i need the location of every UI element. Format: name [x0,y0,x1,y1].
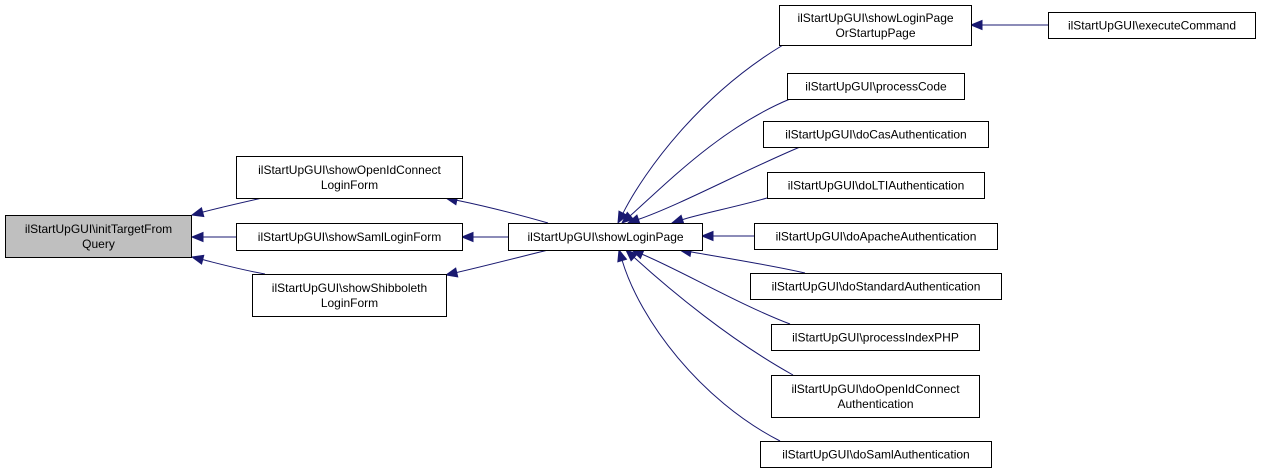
node-label: ilStartUpGUI\processCode [805,80,947,94]
node-box[interactable] [252,274,447,317]
edge-line [690,251,806,274]
edge-doApacheAuthentication-to-showLoginPage [700,230,754,242]
node-box[interactable] [771,375,980,418]
node-label: ilStartUpGUI\doStandardAuthentication [772,280,981,294]
edge-line [202,259,266,275]
node-label: ilStartUpGUI\showOpenIdConnect [258,163,441,177]
node-doSamlAuthentication[interactable]: ilStartUpGUI\doSamlAuthentication [760,441,992,468]
node-label: ilStartUpGUI\executeCommand [1068,19,1236,33]
arrowhead-icon [444,267,459,278]
edge-line [641,253,791,325]
node-doCasAuthentication[interactable]: ilStartUpGUI\doCasAuthentication [763,121,989,148]
edge-line [682,197,768,221]
edge-line [622,44,784,214]
node-box[interactable] [767,172,985,199]
arrowhead-icon [621,211,635,224]
node-label: ilStartUpGUI\doLTIAuthentication [788,179,965,193]
arrowhead-icon [670,214,685,225]
node-box[interactable] [787,73,965,100]
node-box[interactable] [508,223,703,251]
node-box[interactable] [760,441,992,468]
edge-showLoginPageOrStartupPage-to-showLoginPage [617,44,784,225]
node-processIndexPHP[interactable]: ilStartUpGUI\processIndexPHP [771,324,980,351]
node-doApacheAuthentication[interactable]: ilStartUpGUI\doApacheAuthentication [754,223,998,250]
node-box[interactable] [754,223,998,250]
arrowhead-icon [190,254,205,265]
node-label: ilStartUpGUI\doSamlAuthentication [782,448,969,462]
arrowhead-icon [625,249,639,262]
edge-line [621,260,781,442]
edge-processCode-to-showLoginPage [621,98,791,224]
node-box[interactable] [236,223,463,251]
node-label: ilStartUpGUI\showLoginPage [797,11,953,25]
node-label: Query [82,237,115,251]
edge-line [456,249,549,274]
node-label: ilStartUpGUI\processIndexPHP [792,331,959,345]
node-label: OrStartupPage [835,26,915,40]
node-doOpenIdConnectAuthentication[interactable]: ilStartUpGUI\doOpenIdConnectAuthenticati… [771,375,980,418]
edge-doStandardAuthentication-to-showLoginPage [678,246,806,274]
arrowhead-icon [460,231,474,243]
arrowhead-icon [190,206,205,218]
edge-line [629,98,791,217]
node-label: LoginForm [321,296,378,310]
node-label: ilStartUpGUI\showLoginPage [527,230,683,244]
node-box[interactable] [763,121,989,148]
arrowhead-icon [617,210,628,225]
edge-doLTIAuthentication-to-showLoginPage [670,197,768,225]
edge-line [633,257,794,376]
node-doStandardAuthentication[interactable]: ilStartUpGUI\doStandardAuthentication [750,273,1002,300]
node-box[interactable] [1048,12,1256,39]
node-label: LoginForm [321,178,378,192]
edge-showSamlLoginForm-to-initTargetFromQuery [190,231,236,243]
node-label: ilStartUpGUI\showSamlLoginForm [258,230,441,244]
arrowhead-icon [969,19,983,31]
arrowhead-icon [617,248,628,263]
edge-line [638,146,801,220]
node-box[interactable] [779,5,972,46]
node-doLTIAuthentication[interactable]: ilStartUpGUI\doLTIAuthentication [767,172,985,199]
edge-showLoginPage-to-showOpenIdConnectLoginForm [444,195,549,224]
node-label: Authentication [837,397,913,411]
edge-doOpenIdConnectAuthentication-to-showLoginPage [625,249,794,376]
node-box[interactable] [5,215,192,258]
edge-executeCommand-to-showLoginPageOrStartupPage [969,19,1048,31]
nodes-layer: ilStartUpGUI\initTargetFromQueryilStartU… [5,5,1256,468]
edge-showOpenIdConnectLoginForm-to-initTargetFromQuery [190,197,263,218]
edge-showLoginPage-to-showShibbolethLoginForm [444,249,549,278]
node-box[interactable] [771,324,980,351]
edge-showShibbolethLoginForm-to-initTargetFromQuery [190,254,266,275]
node-label: ilStartUpGUI\showShibboleth [272,281,427,295]
arrowhead-icon [700,230,714,242]
node-box[interactable] [750,273,1002,300]
node-executeCommand[interactable]: ilStartUpGUI\executeCommand [1048,12,1256,39]
node-showSamlLoginForm[interactable]: ilStartUpGUI\showSamlLoginForm [236,223,463,251]
edge-line [202,197,263,213]
node-processCode[interactable]: ilStartUpGUI\processCode [787,73,965,100]
node-showLoginPage[interactable]: ilStartUpGUI\showLoginPage [508,223,703,251]
edge-doSamlAuthentication-to-showLoginPage [617,248,781,442]
node-label: ilStartUpGUI\doCasAuthentication [785,128,966,142]
edge-showLoginPage-to-showSamlLoginForm [460,231,508,243]
arrowhead-icon [190,231,204,243]
node-label: ilStartUpGUI\initTargetFrom [25,222,172,236]
node-label: ilStartUpGUI\doOpenIdConnect [791,382,960,396]
node-box[interactable] [236,156,463,199]
node-label: ilStartUpGUI\doApacheAuthentication [776,230,977,244]
edge-line [456,199,549,224]
